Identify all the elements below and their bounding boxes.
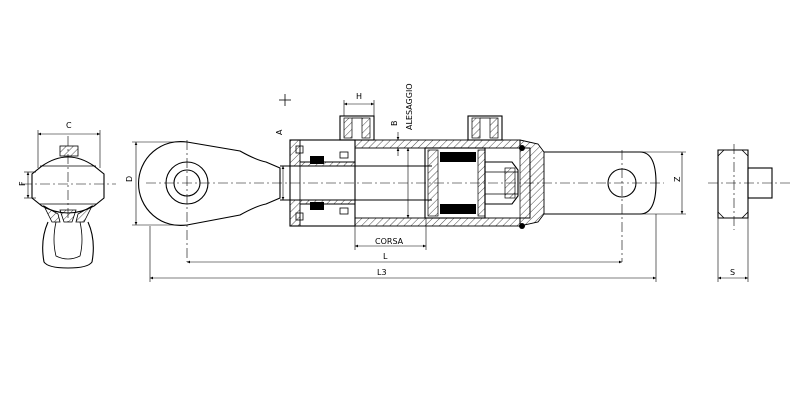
dim-label-alesaggio: ALESAGGIO [405,83,414,130]
dim-label-l: L [383,252,388,261]
dim-label-h: H [356,92,362,101]
dim-label-l3: L3 [377,268,387,277]
cylinder-main-section [138,115,664,262]
dim-label-d: D [125,176,134,182]
dim-label-f: F [18,181,27,186]
dim-label-s: S [730,268,735,277]
rear-end-view [708,144,790,282]
dim-label-c: C [66,121,72,130]
dimensions-main [132,100,686,282]
port-right [467,115,503,141]
port-left [339,115,375,141]
dim-label-z: Z [673,176,682,182]
crosshair-icon [279,94,291,106]
dim-label-b: B [390,121,399,127]
dim-label-a: A [275,129,284,135]
rod-eye-side-view [22,130,116,269]
dim-label-corsa: CORSA [375,237,404,246]
